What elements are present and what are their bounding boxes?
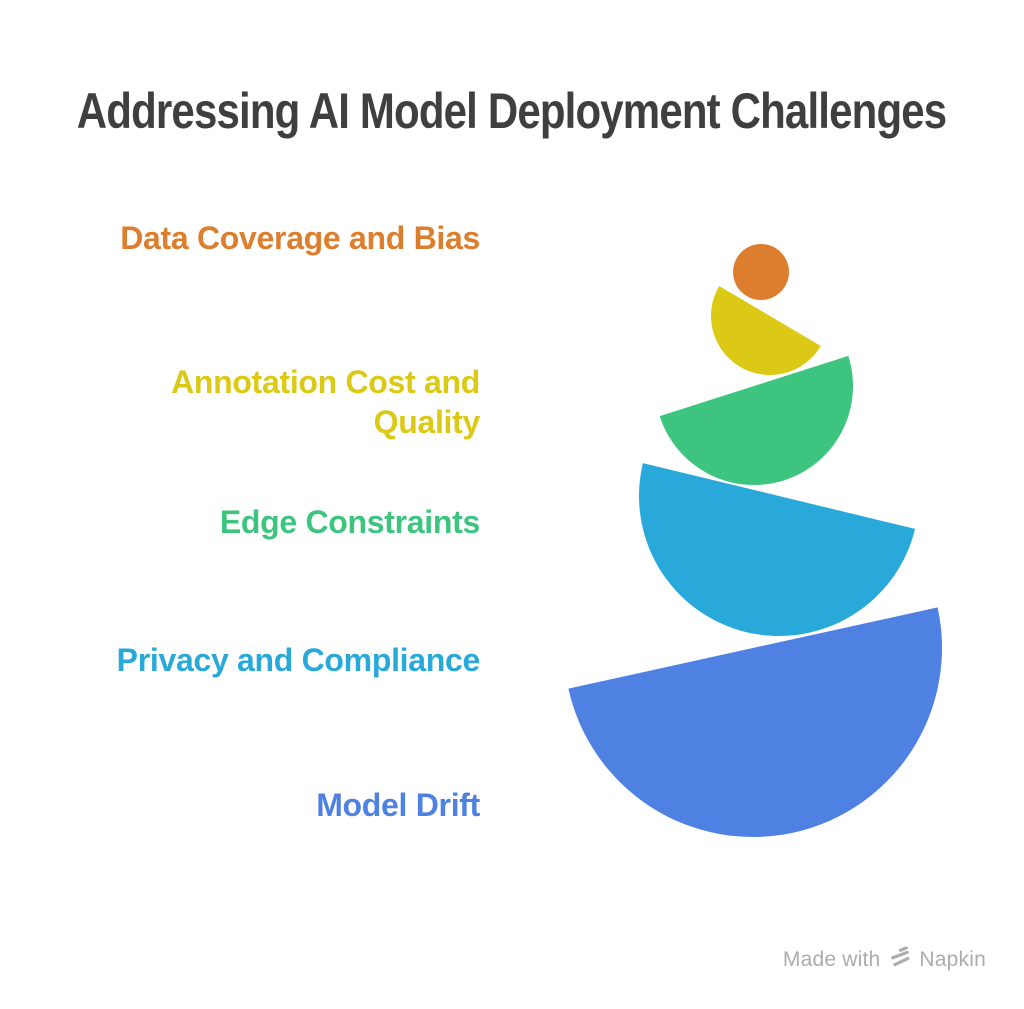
challenge-label-annotation: Annotation Cost and Quality	[171, 364, 480, 440]
challenge-label-privacy: Privacy and Compliance	[116, 642, 481, 678]
challenge-label-data-coverage: Data Coverage and Bias	[120, 220, 480, 256]
challenge-label-model-drift: Model Drift	[316, 787, 480, 823]
stack-shape-semicircle-model-drift	[568, 607, 979, 874]
napkin-logo-icon	[887, 944, 912, 975]
watermark-brand: Napkin	[919, 947, 986, 971]
page-title: Addressing AI Model Deployment Challenge…	[77, 83, 947, 139]
watermark: Made with Napkin	[783, 944, 986, 975]
stack-shape-circle-data-coverage	[733, 244, 789, 300]
title-container: Addressing AI Model Deployment Challenge…	[0, 82, 1024, 140]
watermark-prefix: Made with	[782, 947, 881, 971]
challenge-label-edge: Edge Constraints	[219, 504, 480, 540]
